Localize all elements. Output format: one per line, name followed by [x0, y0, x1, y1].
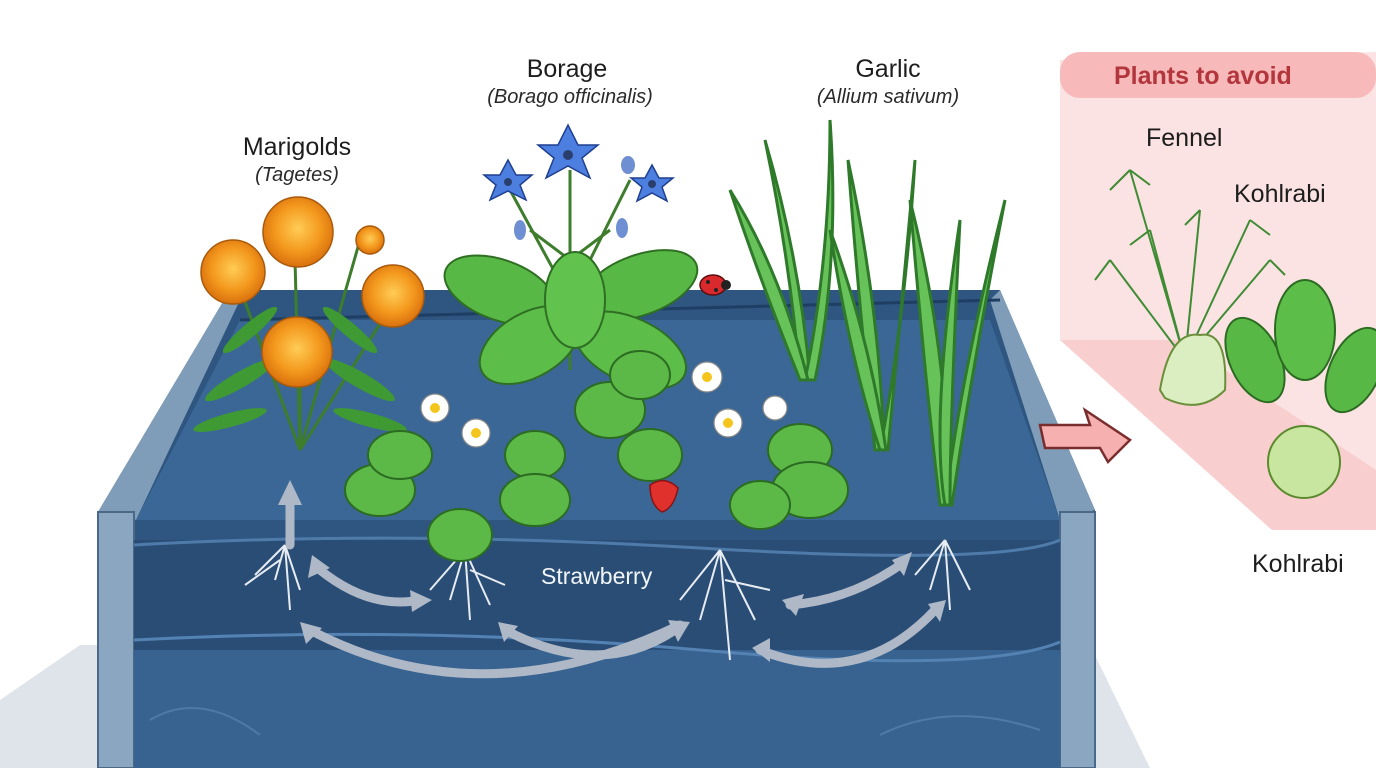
kohlrabi-label-top: Kohlrabi	[1234, 180, 1326, 208]
marigolds-latin-label: (Tagetes)	[255, 164, 339, 186]
strawberry-plants	[344, 350, 849, 562]
ladybug	[699, 274, 731, 296]
kohlrabi-plant	[1224, 279, 1376, 499]
borage-plant	[443, 123, 699, 390]
fennel-label: Fennel	[1146, 124, 1223, 152]
avoid-panel-title: Plants to avoid	[1114, 62, 1292, 90]
borage-latin-label: (Borago officinalis)	[487, 86, 653, 108]
roots	[244, 539, 971, 661]
marigolds-label: Marigolds	[242, 133, 352, 161]
garlic-latin-label: (Allium sativum)	[816, 86, 960, 108]
nutrient-arrows	[285, 495, 940, 679]
garlic-label: Garlic	[855, 55, 921, 83]
strawberry-label: Strawberry	[541, 563, 653, 589]
fennel-plant	[1094, 169, 1286, 406]
marigold-plant	[193, 196, 425, 451]
garlic-plant	[728, 119, 1007, 507]
borage-label: Borage	[526, 55, 608, 83]
kohlrabi-label-bottom: Kohlrabi	[1252, 550, 1344, 578]
avoid-arrow	[1038, 406, 1132, 465]
